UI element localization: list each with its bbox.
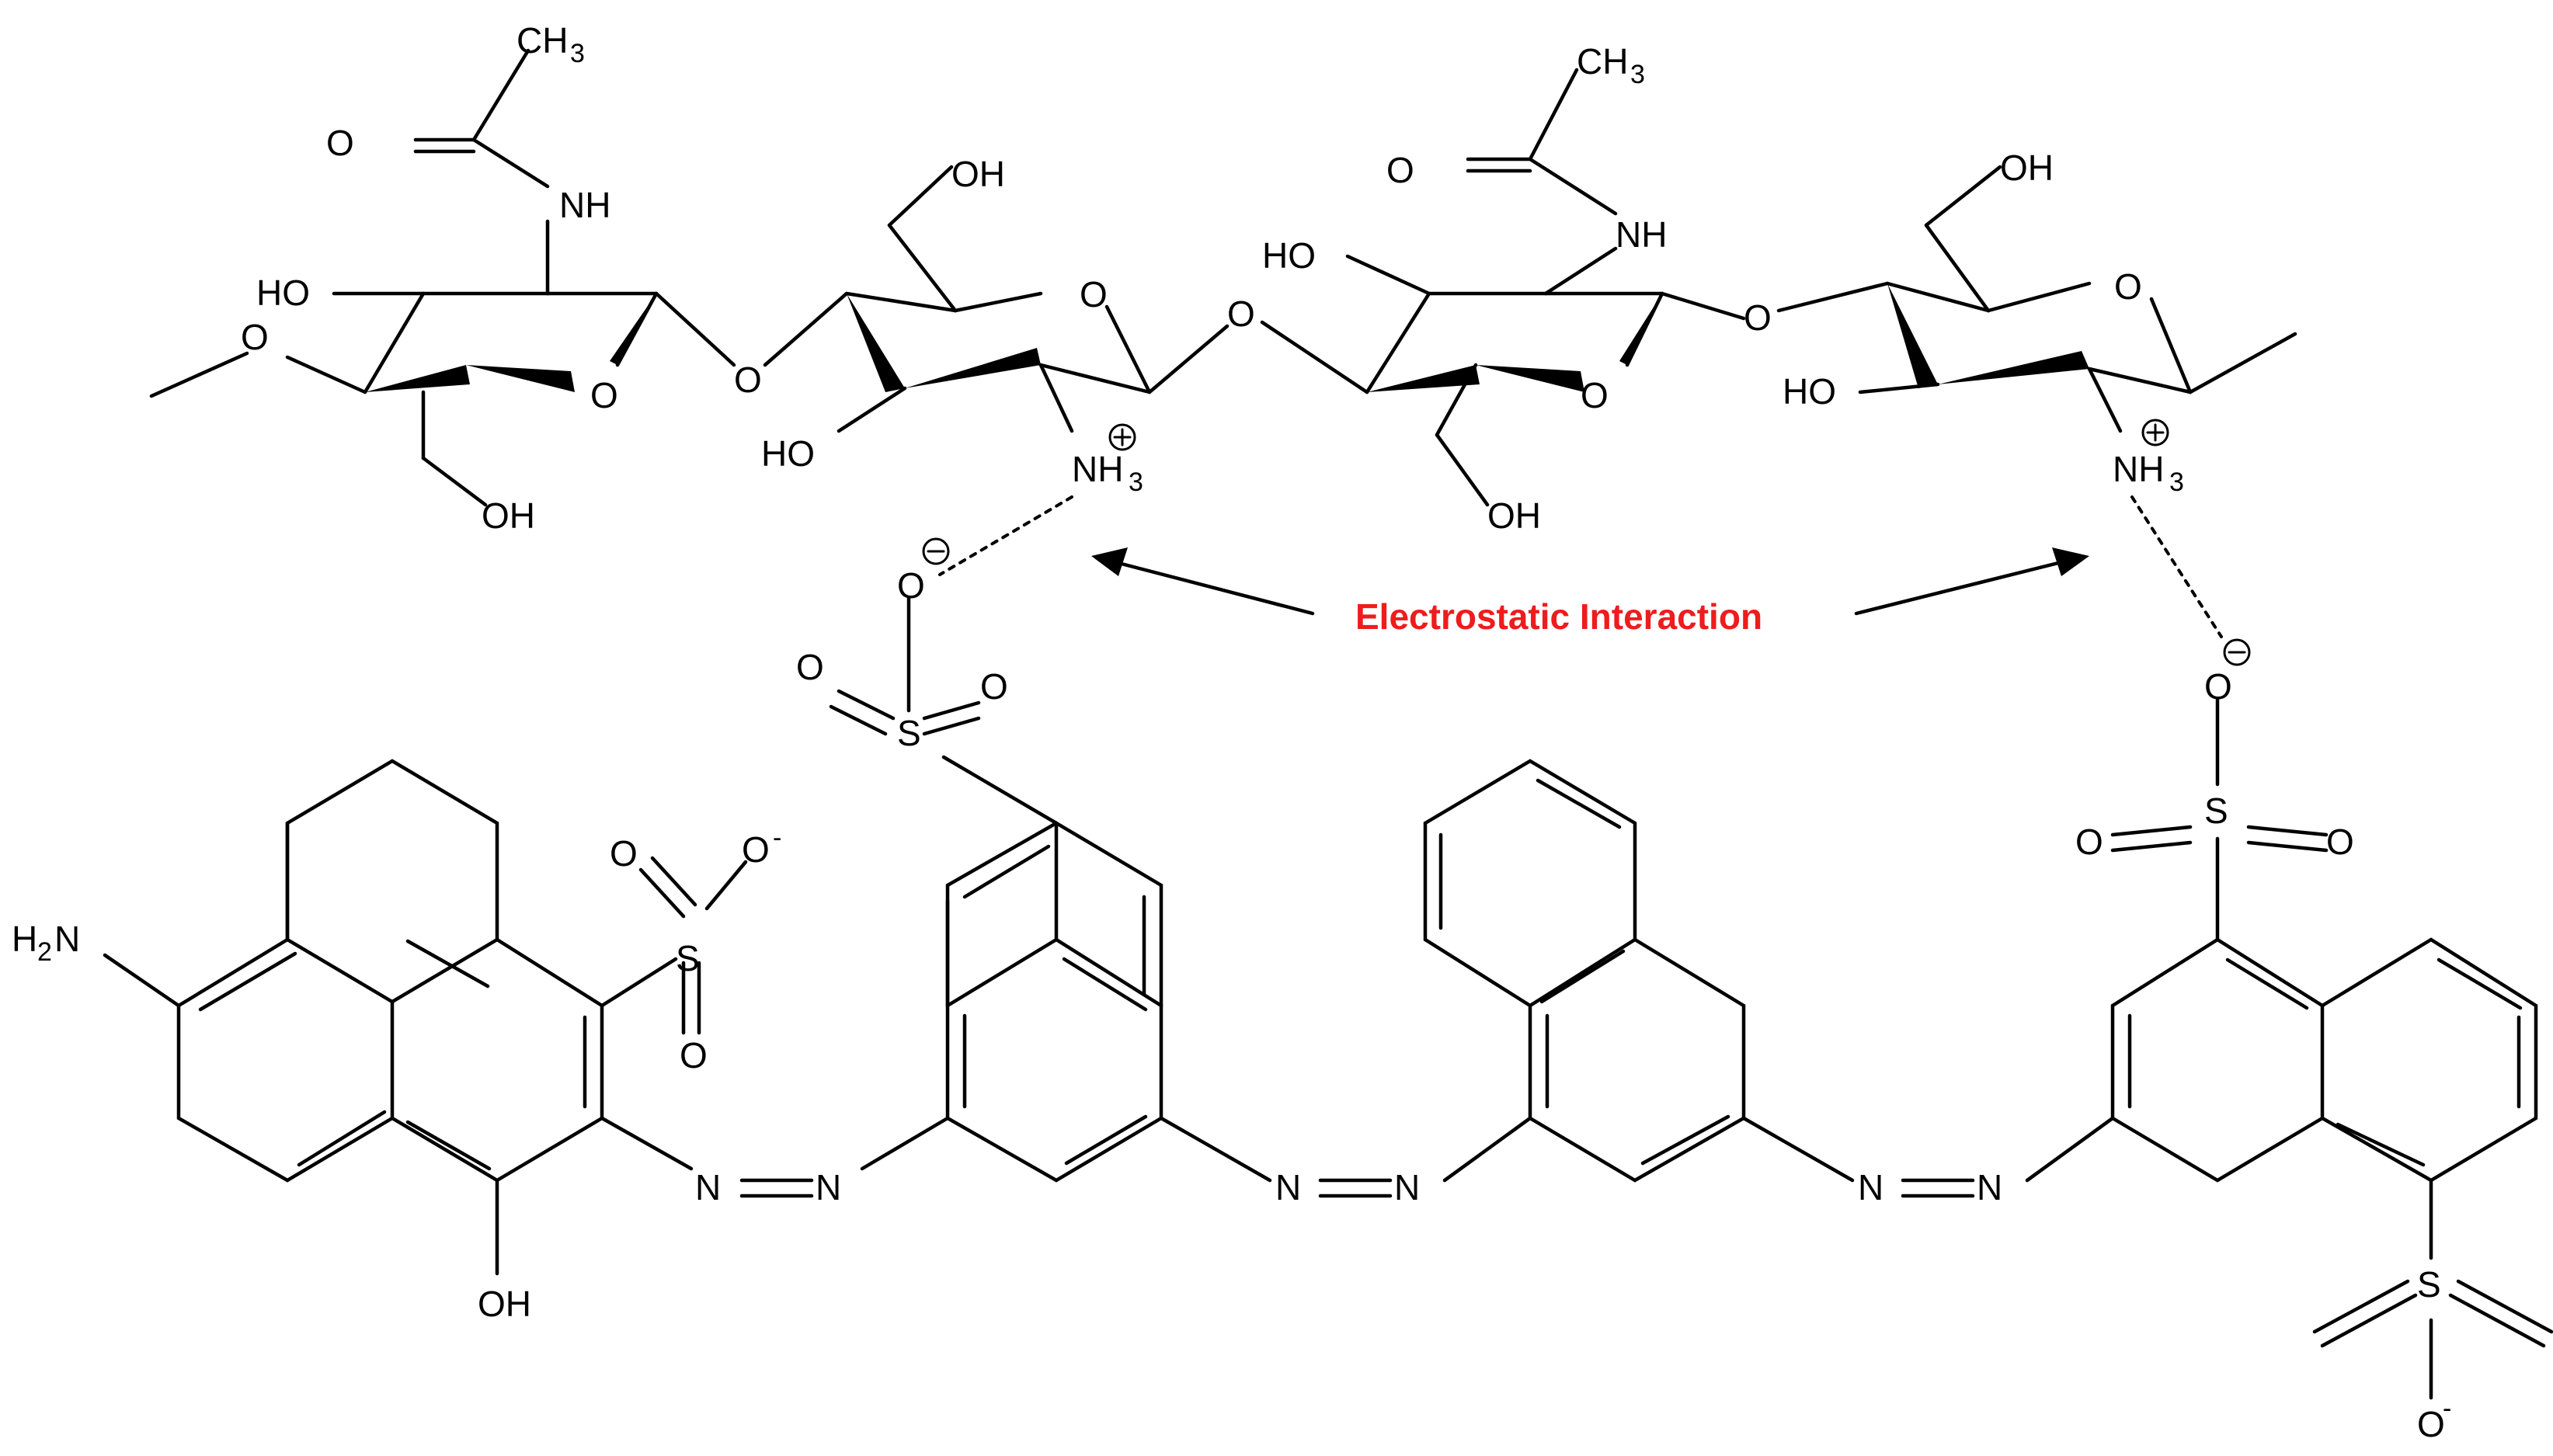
methoxy-oxygen: O bbox=[241, 317, 269, 357]
hydroxyl-oh-2: OH bbox=[951, 154, 1005, 194]
sulfonate-s-2: S bbox=[897, 713, 921, 753]
naphthalene-4 bbox=[2110, 697, 2553, 1400]
sulfonyl-o: O bbox=[2417, 1404, 2445, 1444]
amide-nh-2: NH bbox=[1616, 214, 1667, 255]
electrostatic-interactions: Electrostatic Interaction bbox=[938, 495, 2223, 638]
amine-n: N bbox=[54, 919, 80, 959]
sulfonate-charge-1: - bbox=[773, 823, 781, 853]
methyl-subscript-2: 3 bbox=[1630, 60, 1645, 89]
ring-oxygen-2: O bbox=[1080, 274, 1108, 314]
negative-charge-2 bbox=[2223, 638, 2251, 666]
methyl-subscript-1: 3 bbox=[570, 39, 585, 68]
ammonium-subscript-1: 3 bbox=[1129, 467, 1143, 497]
azo-n-3a: N bbox=[1858, 1167, 1883, 1208]
sugar-ring-2 bbox=[763, 165, 1230, 433]
hydroxyl-ho-4: HO bbox=[1783, 371, 1836, 412]
azo-n-3b: N bbox=[1977, 1167, 2002, 1208]
hydroxyl-ho-3: HO bbox=[1262, 235, 1316, 276]
naphthol-oh: OH bbox=[478, 1284, 531, 1324]
methyl-ch-1: CH bbox=[517, 20, 568, 61]
azo-n-2a: N bbox=[1275, 1167, 1301, 1208]
sulfonate-o-3b: O bbox=[2326, 822, 2354, 862]
ammonium-subscript-2: 3 bbox=[2169, 467, 2184, 497]
amide-nh-1: NH bbox=[559, 185, 610, 225]
hydroxyl-ho-2: HO bbox=[761, 433, 815, 474]
hydroxyl-oh-4: OH bbox=[2000, 148, 2054, 188]
amine-h: H bbox=[12, 919, 37, 959]
sulfonate-o-3a: O bbox=[2075, 822, 2103, 862]
ammonium-nh-1: NH bbox=[1072, 449, 1123, 489]
sulfonyl-charge: - bbox=[2443, 1394, 2451, 1423]
sulfonate-s-1: S bbox=[676, 938, 700, 978]
naphthalene-1 bbox=[103, 759, 950, 1276]
sugar-ring-1 bbox=[149, 48, 736, 507]
methyl-ch-2: CH bbox=[1577, 41, 1628, 82]
azo-n-2b: N bbox=[1394, 1167, 1420, 1208]
glycosidic-oxygen-1: O bbox=[734, 360, 762, 400]
glycosidic-oxygen-2: O bbox=[1227, 294, 1255, 334]
hydroxyl-ho-1: HO bbox=[256, 273, 310, 313]
amine-subscript: 2 bbox=[37, 937, 52, 967]
positive-charge-1 bbox=[1108, 423, 1136, 451]
naphthalene-2 bbox=[829, 596, 1532, 1198]
positive-charge-2 bbox=[2141, 419, 2169, 447]
ammonium-nh-2: NH bbox=[2113, 449, 2164, 489]
sugar-ring-3 bbox=[1260, 68, 1746, 507]
hydroxyl-oh-3: OH bbox=[1487, 495, 1541, 536]
sulfonate-o-1a: O bbox=[610, 833, 638, 874]
ring-oxygen-4: O bbox=[2114, 266, 2142, 307]
sulfonate-o-1b: O bbox=[742, 829, 770, 870]
azo-dye: H 2 N S O O - O OH N N N N N N S O O O S… bbox=[12, 537, 2553, 1444]
carbonyl-oxygen-2: O bbox=[1386, 150, 1414, 190]
sulfonate-s-3: S bbox=[2204, 791, 2228, 831]
sulfonyl-s: S bbox=[2417, 1264, 2441, 1305]
chitosan-chain: O O O O O O O O HO OH NH O CH 3 OH HO NH… bbox=[149, 20, 2297, 536]
naphthalene-3 bbox=[1423, 759, 2115, 1198]
ring-oxygen-3: O bbox=[1581, 375, 1609, 415]
sulfonate-o-2b: O bbox=[980, 666, 1008, 707]
sulfonate-o-1c: O bbox=[680, 1035, 708, 1075]
azo-n-1b: N bbox=[816, 1167, 841, 1208]
azo-n-1a: N bbox=[695, 1167, 721, 1208]
sulfonate-o-2a: O bbox=[796, 647, 824, 687]
interaction-caption: Electrostatic Interaction bbox=[1355, 596, 1762, 637]
sulfonate-o-2c: O bbox=[897, 565, 925, 606]
ring-oxygen-1: O bbox=[590, 375, 618, 415]
sugar-ring-4 bbox=[1776, 165, 2297, 433]
negative-charge-1 bbox=[922, 537, 950, 565]
glycosidic-oxygen-3: O bbox=[1744, 297, 1772, 338]
hydroxyl-oh-1: OH bbox=[482, 495, 535, 536]
sulfonate-o-3c: O bbox=[2204, 666, 2232, 707]
carbonyl-oxygen-1: O bbox=[326, 123, 354, 163]
